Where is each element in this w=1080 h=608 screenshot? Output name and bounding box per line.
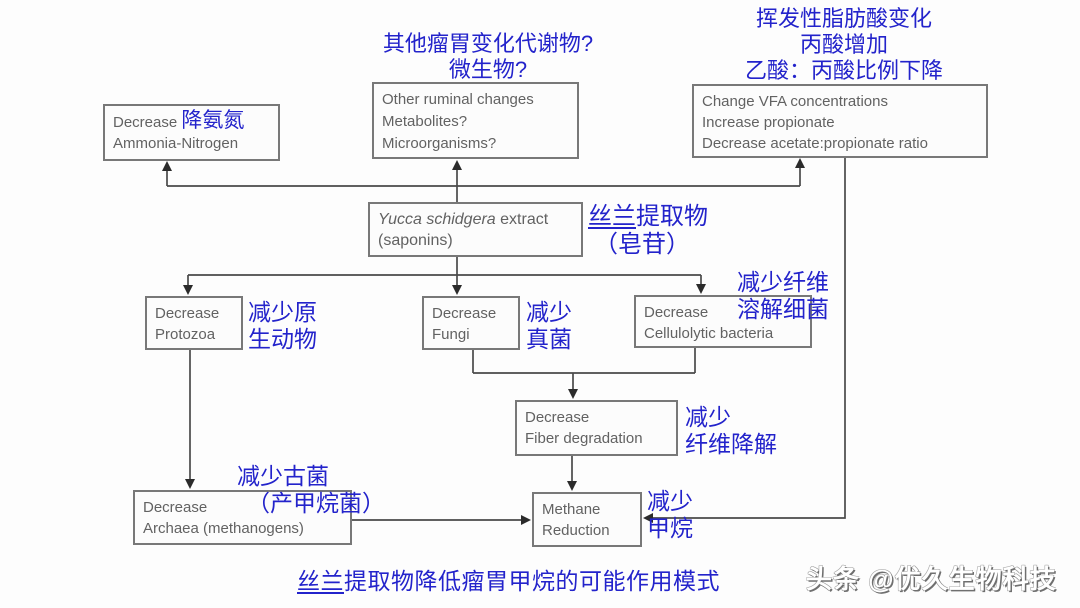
fiber-line2: Fiber degradation xyxy=(525,430,643,447)
yucca-line1-rest: extract xyxy=(495,211,549,228)
box-methane-reduction: Methane Reduction xyxy=(532,492,642,547)
box-decrease-fungi: Decrease Fungi xyxy=(422,296,520,350)
annotation-archaea-line2: （产甲烷菌） xyxy=(247,490,385,516)
annotation-top-right-line3: 乙酸：丙酸比例下降 xyxy=(744,58,943,83)
other-line2: Metabolites? xyxy=(382,113,468,130)
yucca-species-name: Yucca schidgera xyxy=(378,211,496,228)
caption-underlined: 丝兰 xyxy=(297,568,344,594)
arrowhead-fiber xyxy=(568,389,578,399)
vfa-line2: Increase propionate xyxy=(702,114,835,131)
annotation-top-center-line1: 其他瘤胃变化代谢物? xyxy=(382,31,594,56)
box-vfa-concentrations: Change VFA concentrations Increase propi… xyxy=(692,84,988,158)
cellulolytic-line1: Decrease xyxy=(644,304,709,321)
ammonia-line2: Ammonia-Nitrogen xyxy=(113,135,239,152)
ammonia-cn-label: 降氨氮 xyxy=(181,109,245,132)
protozoa-line2: Protozoa xyxy=(155,326,216,343)
box-ammonia-nitrogen: Decrease 降氨氮 Ammonia-Nitrogen xyxy=(103,104,280,161)
annotation-fungi-line1: 减少 xyxy=(526,299,572,325)
annotation-yucca-line2: （皂苷） xyxy=(594,231,690,258)
annotation-methane-line2: 甲烷 xyxy=(647,515,693,541)
annotation-cellulolytic-line1: 减少纤维 xyxy=(737,269,829,295)
protozoa-line1: Decrease xyxy=(155,305,220,322)
fungi-line1: Decrease xyxy=(432,305,497,322)
annotation-fiber-line1: 减少 xyxy=(685,404,731,430)
box-decrease-cellulolytic-bacteria: Decrease Cellulolytic bacteria xyxy=(634,295,812,348)
annotation-fiber: 减少 纤维降解 xyxy=(685,404,777,458)
annotation-fiber-line2: 纤维降解 xyxy=(685,431,777,457)
annotation-archaea: 减少古菌 （产甲烷菌） xyxy=(237,463,385,517)
cellulolytic-line2: Cellulolytic bacteria xyxy=(644,325,774,342)
box-decrease-archaea: Decrease Archaea (methanogens) xyxy=(133,490,352,545)
archaea-line2: Archaea (methanogens) xyxy=(143,520,304,537)
fiber-line1: Decrease xyxy=(525,409,590,426)
annotation-top-right: 挥发性脂肪酸变化 丙酸增加 乙酸：丙酸比例下降 xyxy=(710,6,978,84)
annotation-top-right-line1: 挥发性脂肪酸变化 xyxy=(755,6,932,31)
annotation-protozoa-line2: 生动物 xyxy=(248,326,317,352)
annotation-cellulolytic-line2: 溶解细菌 xyxy=(737,296,829,322)
caption-rest: 提取物降低瘤胃甲烷的可能作用模式 xyxy=(344,568,720,594)
toutiao-watermark: 头条 @优久生物科技 xyxy=(806,564,1057,594)
annotation-top-right-line2: 丙酸增加 xyxy=(799,32,888,57)
fungi-line2: Fungi xyxy=(432,326,470,343)
connector-vfa-methane xyxy=(651,158,846,519)
arrowhead-vfa xyxy=(795,158,805,168)
box-yucca-extract: Yucca schidgera extract (saponins) xyxy=(368,202,583,257)
arrowhead-methane-left xyxy=(521,515,531,525)
annotation-yucca-underlined: 丝兰 xyxy=(588,203,636,230)
box-decrease-fiber-degradation: Decrease Fiber degradation xyxy=(515,400,678,456)
annotation-yucca: 丝兰提取物 （皂苷） xyxy=(588,203,708,259)
archaea-line1: Decrease xyxy=(143,499,208,516)
vfa-line1: Change VFA concentrations xyxy=(702,93,888,110)
annotation-top-center-line2: 微生物? xyxy=(448,57,528,82)
yucca-line2: (saponins) xyxy=(378,232,453,249)
vfa-line3: Decrease acetate:propionate ratio xyxy=(702,135,928,152)
annotation-cellulolytic: 减少纤维 溶解细菌 xyxy=(737,269,829,323)
box-other-ruminal-changes: Other ruminal changes Metabolites? Micro… xyxy=(372,82,579,159)
annotation-fungi: 减少 真菌 xyxy=(526,299,572,353)
arrowhead-fungi xyxy=(452,285,462,295)
arrowhead-methane-right xyxy=(643,513,653,523)
annotation-protozoa-line1: 减少原 xyxy=(248,299,317,325)
annotation-methane: 减少 甲烷 xyxy=(647,488,693,542)
diagram-caption: 丝兰提取物降低瘤胃甲烷的可能作用模式 xyxy=(297,562,720,596)
ammonia-en-label: Decrease xyxy=(113,114,178,131)
arrowhead-ammonia xyxy=(162,161,172,171)
annotation-protozoa: 减少原 生动物 xyxy=(248,299,317,353)
arrowhead-protozoa xyxy=(183,285,193,295)
other-line1: Other ruminal changes xyxy=(382,91,534,108)
annotation-methane-line1: 减少 xyxy=(647,488,693,514)
annotation-top-center: 其他瘤胃变化代谢物? 微生物? xyxy=(360,31,616,83)
arrowhead-methane-top xyxy=(567,481,577,491)
annotation-yucca-line1-rest: 提取物 xyxy=(636,203,708,230)
methane-line2: Reduction xyxy=(542,522,610,539)
annotation-archaea-line1: 减少古菌 xyxy=(237,463,329,489)
box-decrease-protozoa: Decrease Protozoa xyxy=(145,296,243,350)
other-line3: Microorganisms? xyxy=(382,135,497,152)
arrowhead-archaea xyxy=(185,479,195,489)
arrowhead-cellulolytic xyxy=(696,284,706,294)
annotation-fungi-line2: 真菌 xyxy=(526,326,572,352)
methane-line1: Methane xyxy=(542,501,601,518)
arrowhead-other xyxy=(452,160,462,170)
